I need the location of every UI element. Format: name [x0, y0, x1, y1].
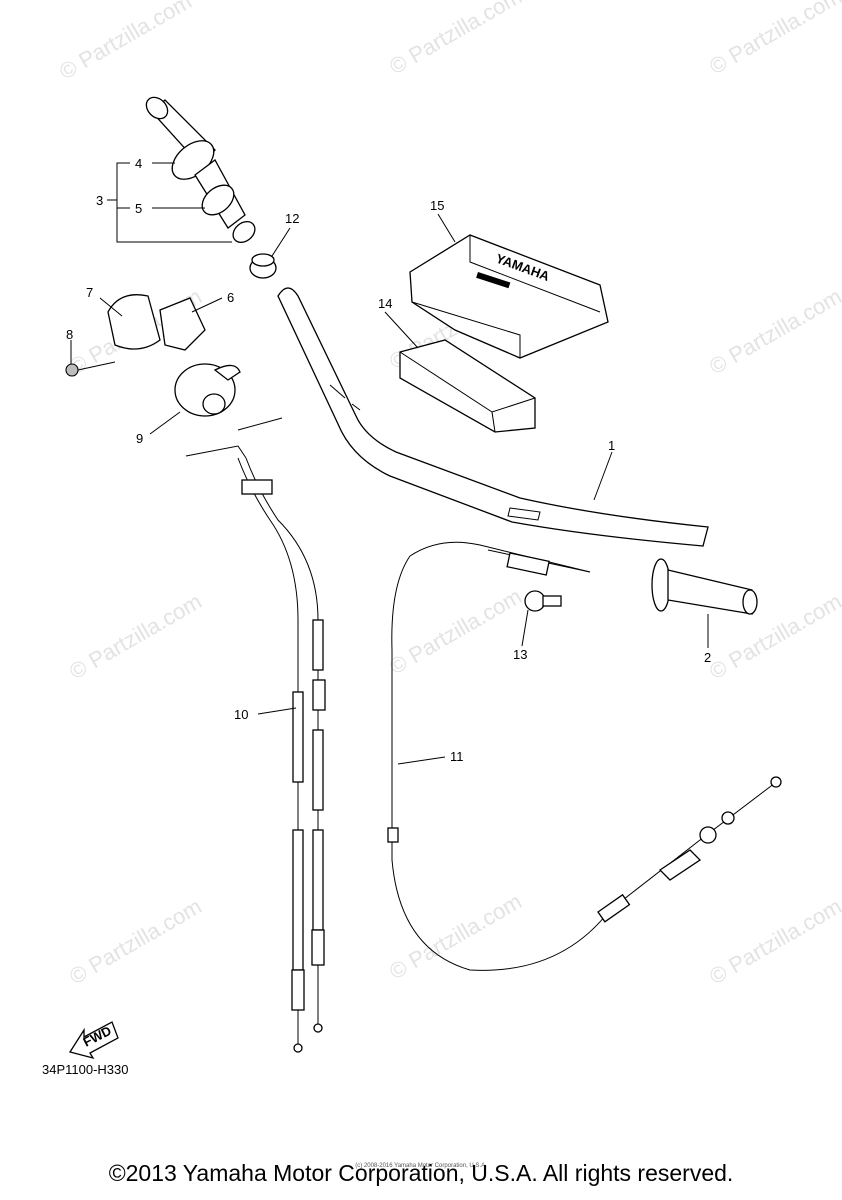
- right-grip-part[interactable]: [651, 558, 758, 615]
- callout-label: 12: [285, 211, 299, 226]
- throttle-grip-part[interactable]: [142, 93, 259, 246]
- throttle-cables-part[interactable]: [185, 417, 326, 1053]
- watermark: © Partzilla.com: [705, 0, 842, 79]
- callout-label: 1: [608, 438, 615, 453]
- callout-labels: 1 2 3 4 5 6 7 8 9 10 11 12 13 14 15: [66, 156, 711, 764]
- watermark: © Partzilla.com: [65, 894, 206, 990]
- watermark: © Partzilla.com: [385, 889, 526, 985]
- watermark: © Partzilla.com: [705, 894, 842, 990]
- callout-label: 4: [135, 156, 142, 171]
- collar-part[interactable]: [249, 253, 277, 279]
- callout-label: 14: [378, 296, 392, 311]
- callout-label: 13: [513, 647, 527, 662]
- watermark: © Partzilla.com: [55, 0, 196, 84]
- cable-adjuster-part[interactable]: [524, 590, 562, 612]
- clutch-cable-part[interactable]: [387, 541, 782, 971]
- callout-label: 9: [136, 431, 143, 446]
- handlebar-pad-part[interactable]: [399, 339, 536, 433]
- callout-label: 7: [86, 285, 93, 300]
- watermark: © Partzilla.com: [65, 589, 206, 685]
- callout-label: 6: [227, 290, 234, 305]
- callout-label: 2: [704, 650, 711, 665]
- callout-label: 3: [96, 193, 103, 208]
- callout-label: 8: [66, 327, 73, 342]
- callout-label: 10: [234, 707, 248, 722]
- handlebar-pad-cover-part[interactable]: YAMAHA: [409, 234, 609, 359]
- handlebar-part[interactable]: [277, 287, 709, 547]
- leader-lines: [70, 162, 709, 765]
- small-copyright: (c) 2008-2016 Yamaha Motor Corporation, …: [355, 1163, 487, 1169]
- diagram-code: 34P1100-H330: [42, 1062, 129, 1077]
- watermark: © Partzilla.com: [705, 284, 842, 380]
- callout-label: 15: [430, 198, 444, 213]
- copyright: ©2013 Yamaha Motor Corporation, U.S.A. A…: [108, 1160, 734, 1186]
- callout-label: 5: [135, 201, 142, 216]
- watermark: © Partzilla.com: [385, 0, 526, 79]
- throttle-drum-part[interactable]: [174, 363, 241, 417]
- callout-label: 11: [450, 749, 464, 764]
- watermark: © Partzilla.com: [385, 584, 526, 680]
- fwd-arrow-icon: FWD: [68, 1021, 119, 1060]
